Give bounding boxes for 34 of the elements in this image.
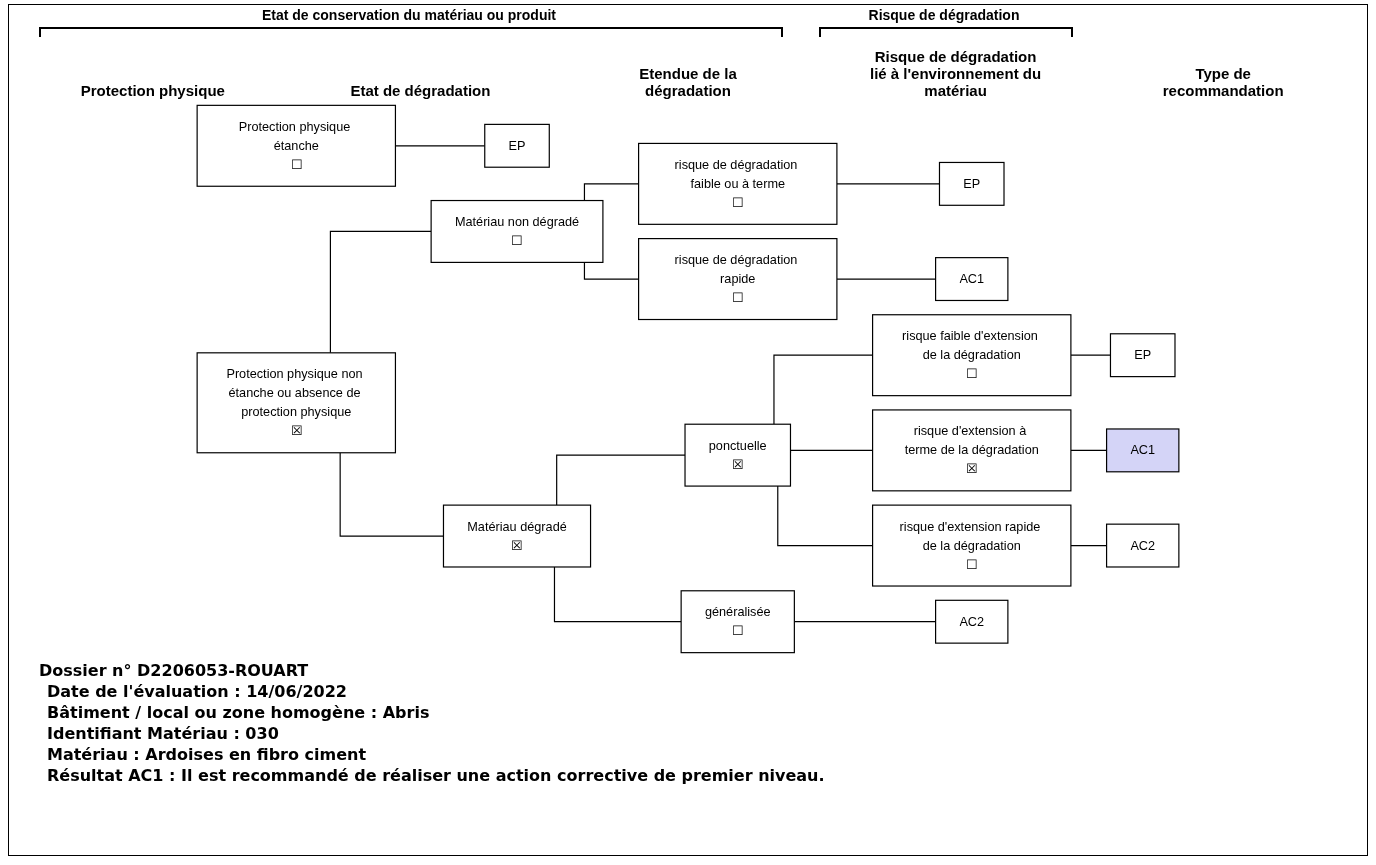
node-box: EP xyxy=(1109,333,1176,378)
connector xyxy=(556,454,686,506)
column-heading: Type de recommandation xyxy=(1161,65,1285,99)
node-box: AC2 xyxy=(1106,523,1180,568)
column-heading: Risque de dégradation lié à l'environnement du matériau xyxy=(869,48,1043,99)
column-heading: Protection physique xyxy=(79,82,226,99)
info-line: Résultat AC1 : Il est recommandé de réaliser une action corrective de premier niveau. xyxy=(47,766,826,785)
info-line: Bâtiment / local ou zone homogène : Abris xyxy=(47,703,431,722)
group-heading: Etat de conservation du matériau ou produit xyxy=(260,7,557,23)
node-box: Matériau dégradé ☒ xyxy=(442,504,592,568)
connector xyxy=(329,230,432,354)
node-box: AC1 xyxy=(1106,428,1180,473)
info-line: Dossier n° D2206053-ROUART xyxy=(39,661,310,680)
info-line: Date de l'évaluation : 14/06/2022 xyxy=(47,682,348,701)
node-box: risque de dégradation faible ou à terme ☐ xyxy=(638,142,838,225)
node-box: généralisée ☐ xyxy=(680,590,795,654)
info-line: Identifiant Matériau : 030 xyxy=(47,724,280,743)
info-line: Matériau : Ardoises en fibro ciment xyxy=(47,745,368,764)
node-box: EP xyxy=(938,161,1005,206)
node-box: AC1 xyxy=(935,257,1009,302)
column-heading: Etat de dégradation xyxy=(349,82,492,99)
node-box: EP xyxy=(484,123,550,168)
group-heading: Risque de dégradation xyxy=(867,7,1021,23)
node-box: AC2 xyxy=(935,599,1009,644)
node-box: risque d'extension à terme de la dégradation ☒ xyxy=(872,409,1072,492)
node-box: risque de dégradation rapide ☐ xyxy=(638,238,838,321)
node-box: Matériau non dégradé ☐ xyxy=(430,199,604,263)
node-box: ponctuelle ☒ xyxy=(684,423,792,487)
connector xyxy=(553,566,682,623)
column-heading: Etendue de la dégradation xyxy=(638,65,738,99)
node-box: Protection physique non étanche ou absence de protection physique ☒ xyxy=(196,352,397,454)
node-box: risque faible d'extension de la dégradation ☐ xyxy=(872,314,1072,397)
node-box: risque d'extension rapide de la dégradation ☐ xyxy=(872,504,1072,587)
node-box: Protection physique étanche ☐ xyxy=(196,104,397,187)
